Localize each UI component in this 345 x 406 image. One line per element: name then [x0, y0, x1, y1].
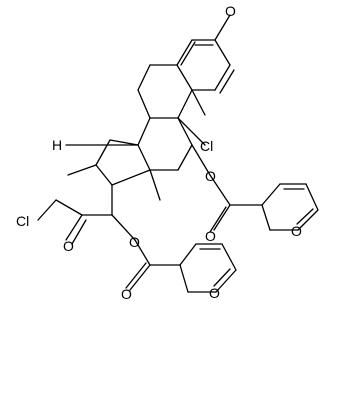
atom-label-ester-oxygen-c11: O: [205, 168, 216, 184]
atom-label-ketone-oxygen: O: [225, 3, 236, 19]
bond-lines: [37, 14, 319, 293]
atom-labels: O Cl O O O O Cl O O O H: [16, 3, 302, 302]
atom-label-carbonyl-oxygen-c17: O: [121, 286, 132, 302]
atom-label-ketone-oxygen-c20: O: [63, 238, 74, 254]
atom-label-furan-oxygen-c17: O: [209, 285, 220, 301]
atom-label-furan-oxygen-c11: O: [291, 223, 302, 239]
atom-label-ester-oxygen-c17: O: [129, 234, 140, 250]
atom-label-carbonyl-oxygen-c11: O: [205, 228, 216, 244]
atom-label-ring-chlorine: Cl: [200, 138, 213, 154]
atom-label-hydrogen-c9: H: [52, 137, 62, 153]
atom-label-chlorine-c21: Cl: [16, 213, 29, 229]
